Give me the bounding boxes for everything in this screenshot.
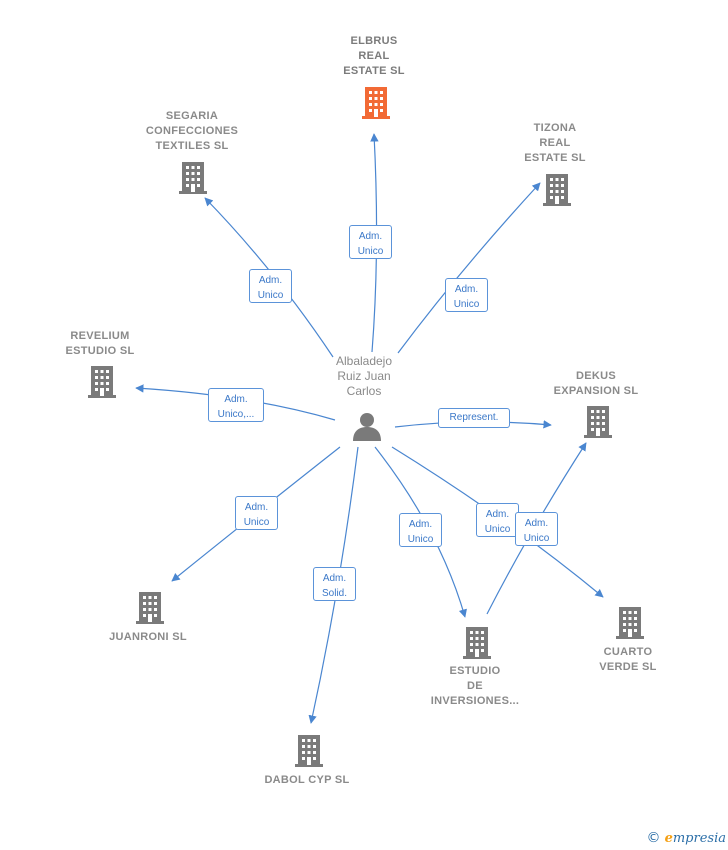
label-line: REAL (539, 137, 571, 149)
copyright-symbol: © (646, 830, 661, 846)
label-line: ESTATE SL (524, 152, 586, 164)
label-line: Unico (484, 524, 511, 535)
relation-badge-juanroni[interactable]: Adm. Unico (235, 496, 278, 530)
company-label-elbrus[interactable]: ELBRUS REAL ESTATE SL (299, 34, 449, 79)
relation-badge-estudio-dekus[interactable]: Adm. Unico (515, 512, 558, 546)
company-label-dabol[interactable]: DABOL CYP SL (232, 773, 382, 788)
label-line: Adm. (322, 573, 347, 584)
label-line: JUANRONI SL (109, 631, 187, 643)
company-label-revelium[interactable]: REVELIUM ESTUDIO SL (25, 329, 175, 359)
building-icon-dekus[interactable] (584, 406, 612, 438)
company-label-estudio[interactable]: ESTUDIO DE INVERSIONES... (400, 664, 550, 709)
label-line: Carlos (346, 384, 382, 398)
brand-initial: e (664, 831, 673, 846)
label-line: Unico (407, 534, 434, 545)
person-icon[interactable] (353, 413, 381, 441)
building-icon-juanroni[interactable] (136, 592, 164, 624)
label-line: ESTATE SL (343, 65, 405, 77)
label-line: Represent. (449, 412, 499, 423)
label-line: Adm. (408, 519, 433, 530)
label-line: INVERSIONES... (430, 695, 520, 707)
relation-badge-revelium[interactable]: Adm. Unico,... (208, 388, 264, 422)
building-icon-estudio[interactable] (463, 627, 491, 659)
label-line: ESTUDIO SL (65, 345, 135, 357)
relation-badge-tizona[interactable]: Adm. Unico (445, 278, 488, 312)
building-icon-tizona[interactable] (543, 174, 571, 206)
label-line: Unico (257, 290, 284, 301)
label-line: Adm. (358, 231, 383, 242)
edge-tizona (397, 182, 541, 354)
label-line: SEGARIA (165, 110, 219, 122)
building-icon-cuarto[interactable] (616, 607, 644, 639)
label-line: DEKUS (575, 370, 616, 382)
label-line: Solid. (321, 588, 347, 599)
label-line: TEXTILES SL (155, 140, 229, 152)
empresia-logo: © empresia (646, 830, 726, 846)
label-line: TIZONA (533, 122, 577, 134)
building-icon-elbrus[interactable] (362, 87, 390, 119)
relation-badge-estudio[interactable]: Adm. Unico (399, 513, 442, 547)
building-icon-revelium[interactable] (88, 366, 116, 398)
label-line: REAL (358, 50, 390, 62)
label-line: Adm. (224, 394, 248, 405)
relation-badge-dabol[interactable]: Adm. Solid. (313, 567, 356, 601)
label-line: Unico (243, 517, 270, 528)
label-line: Adm. (244, 502, 269, 513)
label-line: Ruiz Juan (337, 369, 391, 383)
label-line: Adm. (454, 284, 479, 295)
brand-name: mpresia (672, 831, 726, 846)
label-line: CONFECCIONES (145, 125, 239, 137)
company-label-tizona[interactable]: TIZONA REAL ESTATE SL (480, 121, 630, 166)
company-label-cuarto[interactable]: CUARTO VERDE SL (553, 645, 703, 675)
relation-badge-dekus[interactable]: Represent. (438, 408, 510, 428)
label-line: Adm. (524, 518, 549, 529)
label-line: VERDE SL (599, 661, 657, 673)
label-line: ELBRUS (350, 35, 398, 47)
label-line: Albaladejo (335, 354, 393, 368)
label-line: REVELIUM (70, 330, 130, 342)
company-label-juanroni[interactable]: JUANRONI SL (73, 630, 223, 645)
label-line: Unico (523, 533, 550, 544)
relation-badge-elbrus[interactable]: Adm. Unico (349, 225, 392, 259)
relation-badge-segaria[interactable]: Adm. Unico (249, 269, 292, 303)
label-line: Adm. (258, 275, 283, 286)
label-line: Adm. (485, 509, 510, 520)
label-line: EXPANSION SL (553, 385, 639, 397)
building-icon-dabol[interactable] (295, 735, 323, 767)
label-line: Unico,... (217, 409, 255, 420)
label-line: DE (467, 680, 483, 692)
label-line: Unico (357, 246, 384, 257)
company-label-segaria[interactable]: SEGARIA CONFECCIONES TEXTILES SL (117, 109, 267, 154)
label-line: ESTUDIO (449, 665, 501, 677)
label-line: DABOL CYP SL (264, 774, 350, 786)
relation-badge-cuarto[interactable]: Adm. Unico (476, 503, 519, 537)
building-icon-segaria[interactable] (179, 162, 207, 194)
label-line: CUARTO (603, 646, 653, 658)
label-line: Unico (453, 299, 480, 310)
company-label-dekus[interactable]: DEKUS EXPANSION SL (521, 369, 671, 399)
